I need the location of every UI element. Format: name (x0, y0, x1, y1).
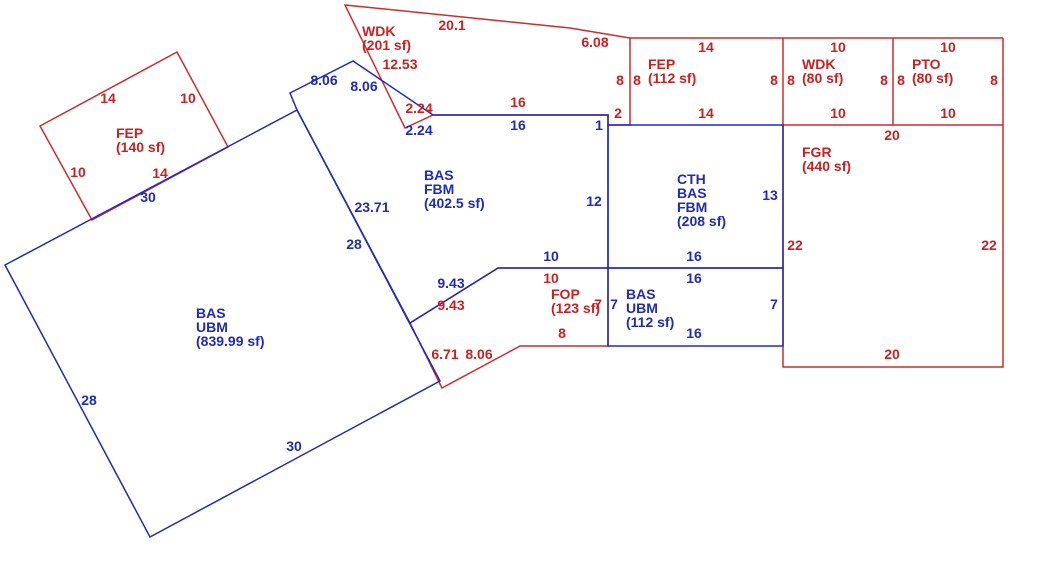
dimension-label: 14 (698, 39, 714, 55)
area-code: FOP (551, 286, 580, 302)
dimension-label: 2.24 (405, 100, 432, 116)
dimension-label: 6.71 (431, 346, 458, 362)
dimension-label: 13 (762, 187, 778, 203)
area-label-fgr-440: FGR (440 sf) (802, 144, 851, 174)
dimension-label: 16 (686, 270, 702, 286)
dimension-label: 8.06 (350, 78, 377, 94)
dimension-label: 8 (897, 72, 905, 88)
dimension-label: 10 (940, 39, 956, 55)
dimension-label: 14 (152, 165, 168, 181)
area-size: (839.99 sf) (196, 333, 264, 349)
area-code-3: FBM (677, 199, 707, 215)
area-size: (80 sf) (912, 70, 953, 86)
dimension-label: 16 (686, 248, 702, 264)
dimension-label: 20.1 (438, 17, 465, 33)
bas-ubm-839-outline (3, 108, 442, 539)
area-code: CTH (677, 171, 706, 187)
dimension-label: 12 (586, 193, 602, 209)
area-size: (112 sf) (648, 70, 696, 86)
dimension-label: 7 (594, 296, 602, 312)
dimension-label: 10 (543, 248, 559, 264)
dimension-label: 14 (698, 105, 714, 121)
area-label-bas-ubm-839: BAS UBM (839.99 sf) (196, 305, 264, 349)
area-label-wdk-201: WDK (201 sf) (362, 23, 411, 53)
dimension-label: 28 (346, 236, 362, 252)
dimension-label: 8 (880, 72, 888, 88)
dimension-label: 14 (100, 90, 116, 106)
area-code: FEP (116, 125, 143, 141)
area-label-fep-112: FEP (112 sf) (648, 56, 696, 86)
area-size: (208 sf) (677, 213, 726, 229)
dimension-label: 22 (787, 237, 803, 253)
area-code-2: FBM (424, 181, 454, 197)
dimension-label: 10 (180, 90, 196, 106)
dimension-label: 7 (770, 296, 778, 312)
dimension-label: 6.08 (581, 34, 608, 50)
area-label-bas-fbm-402: BAS FBM (402.5 sf) (424, 167, 485, 211)
dimension-label: 20 (884, 127, 900, 143)
dimension-label: 8.06 (465, 346, 492, 362)
dimension-label: 28 (81, 392, 97, 408)
dimension-label: 10 (70, 164, 86, 180)
dimension-label: 2 (614, 105, 622, 121)
area-size: (440 sf) (802, 158, 851, 174)
dimension-label: 8 (770, 72, 778, 88)
area-label-fep-140: FEP (140 sf) (116, 125, 165, 155)
dimension-label: 8 (633, 72, 641, 88)
dimension-label: 23.71 (354, 199, 389, 215)
dimension-label: 7 (610, 296, 618, 312)
dimension-label: 9.43 (437, 275, 464, 291)
area-code: FGR (802, 144, 832, 160)
area-size: (402.5 sf) (424, 195, 485, 211)
dimension-label: 10 (940, 105, 956, 121)
area-code: FEP (648, 56, 675, 72)
dimension-label: 10 (543, 270, 559, 286)
dimension-label: 2.24 (405, 122, 432, 138)
area-code: WDK (802, 56, 835, 72)
area-size: (123 sf) (551, 300, 600, 316)
dimension-label: 10 (830, 105, 846, 121)
area-code-2: UBM (626, 300, 658, 316)
dimension-label: 16 (510, 117, 526, 133)
dimension-label: 22 (981, 237, 997, 253)
dimension-label: 10 (830, 39, 846, 55)
dimension-label: 8.06 (310, 72, 337, 88)
dimension-label: 9.43 (437, 297, 464, 313)
dimension-label: 16 (686, 325, 702, 341)
area-code: BAS (626, 286, 656, 302)
area-size: (112 sf) (626, 314, 674, 330)
dimension-label: 30 (286, 438, 302, 454)
area-size: (140 sf) (116, 139, 165, 155)
area-code-2: UBM (196, 319, 228, 335)
area-code: WDK (362, 23, 395, 39)
area-code-2: BAS (677, 185, 707, 201)
dimension-label: 8 (616, 72, 624, 88)
area-size: (80 sf) (802, 70, 843, 86)
dimension-label: 20 (884, 346, 900, 362)
area-code: BAS (196, 305, 226, 321)
area-code: BAS (424, 167, 454, 183)
dimension-label: 16 (510, 94, 526, 110)
area-code: PTO (912, 56, 941, 72)
dimension-label: 8 (990, 72, 998, 88)
dimension-label: 1 (595, 117, 603, 133)
area-label-cth-bas-fbm-208: CTH BAS FBM (208 sf) (677, 171, 726, 229)
area-label-wdk-80: WDK (80 sf) (802, 56, 843, 86)
dimension-label: 8 (787, 72, 795, 88)
area-size: (201 sf) (362, 37, 411, 53)
area-label-pto-80: PTO (80 sf) (912, 56, 953, 86)
area-label-bas-ubm-112: BAS UBM (112 sf) (626, 286, 674, 330)
dimension-label: 30 (140, 189, 156, 205)
area-label-fop-123: FOP (123 sf) (551, 286, 600, 316)
bas-ubm-112-outline (607, 267, 784, 347)
dimension-label: 8 (558, 325, 566, 341)
dimension-label: 12.53 (382, 56, 417, 72)
